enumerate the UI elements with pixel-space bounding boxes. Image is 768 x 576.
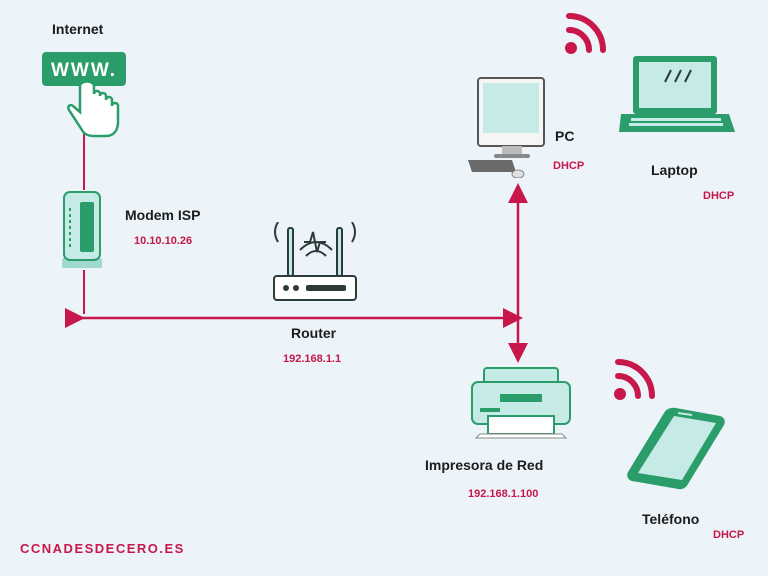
printer-label: Impresora de Red xyxy=(425,457,544,473)
printer-icon xyxy=(471,367,571,439)
brand-footer: CCNADESDECERO.ES xyxy=(20,541,185,556)
wifi-icon xyxy=(565,13,606,54)
phone-ip: DHCP xyxy=(713,529,745,541)
modem-label: Modem ISP xyxy=(125,207,201,223)
modem-icon xyxy=(62,191,102,268)
phone-label: Teléfono xyxy=(642,511,700,527)
router-ip: 192.168.1.1 xyxy=(283,353,342,365)
phone-icon xyxy=(627,407,725,490)
www-text: WWW. xyxy=(51,60,117,81)
printer-ip: 192.168.1.100 xyxy=(468,488,539,500)
pc-label: PC xyxy=(555,128,575,144)
www-icon: WWW. xyxy=(42,52,126,138)
pc-ip: DHCP xyxy=(553,160,585,172)
pc-icon xyxy=(468,77,545,178)
laptop-label: Laptop xyxy=(651,162,698,178)
internet-label: Internet xyxy=(52,21,104,37)
modem-ip: 10.10.10.26 xyxy=(134,235,193,247)
laptop-icon xyxy=(619,56,735,132)
wifi-icon xyxy=(614,359,655,400)
router-icon xyxy=(273,222,357,301)
router-label: Router xyxy=(291,325,337,341)
laptop-ip: DHCP xyxy=(703,190,735,202)
